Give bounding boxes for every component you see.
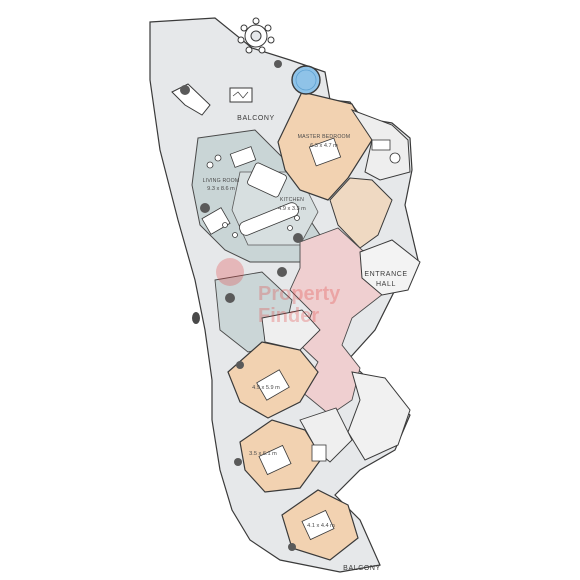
entrance-hall-label-2: HALL: [376, 281, 396, 288]
master-bedroom-dims: 6.3 x 4.7 m: [310, 143, 338, 149]
bedroom-3-dims: 3.5 x 6.1 m: [249, 451, 277, 457]
watermark: Property Finder: [216, 258, 341, 327]
balcony-bottom-label: BALCONY: [343, 565, 381, 572]
round-dining-set: [237, 17, 275, 54]
bedroom-4-dims: 4.1 x 4.4 m: [307, 523, 335, 529]
dressing-area: [329, 177, 393, 249]
living-room-dims: 9.3 x 8.6 m: [207, 186, 235, 192]
kitchen-dims: 4.9 x 3.3 m: [278, 206, 306, 212]
master-bedroom-label: MASTER BEDROOM: [298, 134, 351, 140]
bedroom-furniture: [256, 137, 401, 541]
entrance-hall-label: ENTRANCE: [364, 271, 407, 278]
service-rooms: [347, 371, 411, 461]
living-room-label: LIVING ROOM: [203, 178, 240, 184]
bedroom-2-bath: [261, 309, 321, 351]
svg-text:Finder: Finder: [258, 305, 319, 327]
bedroom-2-dims: 4.9 x 5.9 m: [252, 385, 280, 391]
living-room-furniture: [201, 146, 300, 238]
entrance-hall-area: [359, 239, 421, 296]
svg-text:Property: Property: [258, 283, 341, 305]
kitchen-label: KITCHEN: [280, 197, 304, 203]
balcony-top-label: BALCONY: [237, 115, 275, 122]
